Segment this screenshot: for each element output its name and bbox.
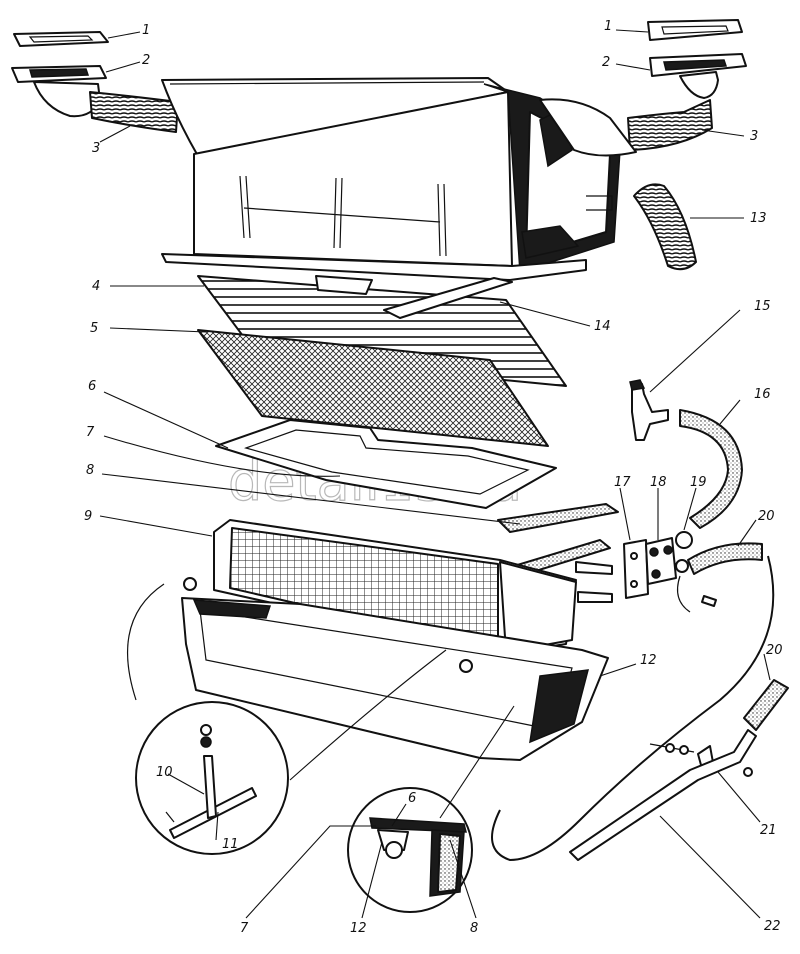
label-13: 13 <box>750 211 767 226</box>
part-13-hose <box>633 183 697 271</box>
label-12-detail: 12 <box>350 921 367 936</box>
label-8-detail: 8 <box>470 921 478 936</box>
label-15: 15 <box>754 299 771 314</box>
label-3-right: 3 <box>750 129 758 144</box>
heater-casing <box>161 77 637 281</box>
part-17-bracket <box>623 539 649 599</box>
part-2-nozzle-right <box>649 53 747 99</box>
label-20-upper: 20 <box>758 509 775 524</box>
label-21: 21 <box>760 823 777 838</box>
part-20-hose-lower <box>743 679 789 731</box>
label-19: 19 <box>690 475 707 490</box>
label-7-detail: 7 <box>240 921 249 936</box>
label-7-main: 7 <box>86 425 95 440</box>
label-6-detail: 6 <box>408 791 416 806</box>
label-12-main: 12 <box>640 653 657 668</box>
part-6-gasket <box>215 419 557 509</box>
label-10: 10 <box>156 765 173 780</box>
label-6-main: 6 <box>88 379 96 394</box>
label-11: 11 <box>222 837 239 852</box>
part-15-valve <box>629 379 669 441</box>
label-1-left: 1 <box>142 23 150 38</box>
callout-labels: 1 2 3 1 2 3 13 4 5 14 15 6 16 7 8 17 18 … <box>84 19 783 936</box>
label-9: 9 <box>84 509 92 524</box>
part-20-hose-upper <box>687 542 763 575</box>
part-1-cover-plate-right <box>647 19 743 41</box>
leader-lines <box>99 29 771 919</box>
label-2-right: 2 <box>602 55 610 70</box>
detail-circle-10-11 <box>126 583 289 855</box>
part-19-clamp <box>675 531 717 613</box>
part-18-valve-body <box>645 537 677 585</box>
label-1-right: 1 <box>604 19 612 34</box>
part-14-strap <box>383 277 513 319</box>
part-3-hose-left <box>89 91 179 133</box>
part-3-hose-right <box>627 99 713 151</box>
label-14: 14 <box>594 319 611 334</box>
part-16-hose <box>679 409 743 529</box>
label-17: 17 <box>614 475 631 490</box>
label-5: 5 <box>90 321 98 336</box>
label-8-main: 8 <box>86 463 94 478</box>
part-5-mesh-filter <box>197 329 549 447</box>
label-2-left: 2 <box>142 53 150 68</box>
label-18: 18 <box>650 475 667 490</box>
detail-circle-6-7-8-12 <box>347 787 473 913</box>
label-20-lower: 20 <box>766 643 783 658</box>
part-9-heater-core <box>183 519 613 655</box>
label-3-left: 3 <box>92 141 100 156</box>
part-2-nozzle-left <box>11 65 107 118</box>
part-12-tray <box>181 597 609 761</box>
label-22: 22 <box>764 919 781 934</box>
part-22-pipe <box>491 555 775 862</box>
part-1-cover-plate-left <box>13 31 109 47</box>
part-8-seal-strip-upper <box>497 503 619 533</box>
label-16: 16 <box>754 387 771 402</box>
label-4: 4 <box>92 279 100 294</box>
